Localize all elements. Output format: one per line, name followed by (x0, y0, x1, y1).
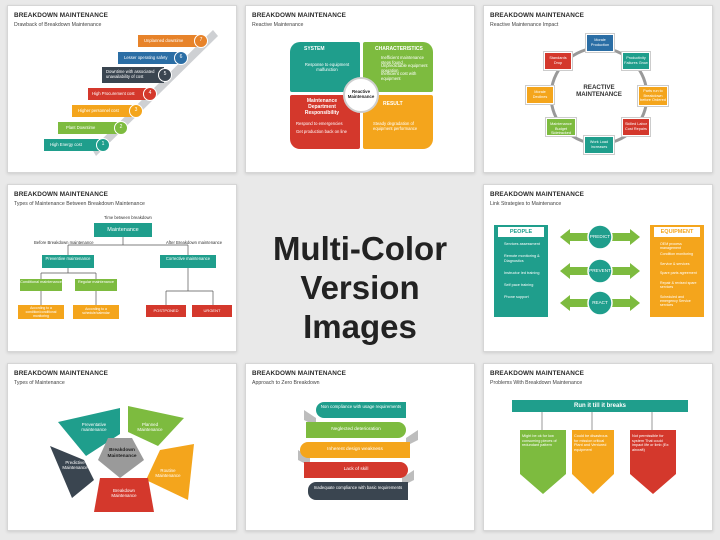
slide-subtitle: Types of Maintenance Between Breakdown M… (14, 201, 145, 207)
time-label: Time between breakdown (104, 215, 152, 220)
cycle-node-7: Morale Declines (526, 86, 554, 104)
petal-preventative: Preventative maintenance (81, 422, 107, 432)
arrow-3-text: Not permissible for system That could im… (632, 434, 670, 452)
slide-subtitle: Link Strategies to Maintenance (490, 201, 562, 207)
step-7: Unplanned downtime (138, 35, 200, 47)
step-5-badge: 5 (158, 68, 172, 82)
tree-urgent: URGENT (192, 305, 232, 317)
tree-conditional: Conditional maintenance (20, 279, 62, 291)
step-1: High Energy cost (44, 139, 104, 151)
cycle-node-1: Morale Production (586, 34, 614, 52)
petal-planned: Planned Maintenance (137, 422, 163, 432)
center-heading-line-2: Version Images (300, 268, 420, 345)
center-heading-line-1: Multi-Color (272, 230, 448, 267)
slide-subtitle: Drawback of Breakdown Maintenance (14, 22, 102, 28)
ribbon-2: Neglected deterioration (306, 422, 406, 438)
petal-routine: Routine Maintenance (155, 468, 181, 478)
arrow-1-text: Might be ok for low consuming pieces of … (522, 434, 557, 447)
step-2-badge: 2 (114, 121, 128, 135)
prevent-label: PREVENT (589, 268, 611, 273)
tree-preventive: Preventive maintenance (42, 255, 94, 268)
tree-root: Maintenance (94, 223, 152, 237)
cycle-node-3: Parts run to Breakdown before Ordered (638, 86, 668, 106)
slide-problems[interactable]: BREAKDOWN MAINTENANCE Problems With Brea… (483, 363, 713, 531)
react-label: REACT (592, 300, 608, 305)
equipment-panel: EQUIPMENT OEM process management Conditi… (650, 225, 704, 317)
slide-title: BREAKDOWN MAINTENANCE (252, 12, 347, 19)
cycle-node-4: Skilled Labor Cost Repairs (622, 118, 650, 136)
cycle-node-2: Productivity Failures Grow (622, 52, 650, 70)
slide-title: BREAKDOWN MAINTENANCE (490, 12, 585, 19)
slide-subtitle: Problems With Breakdown Maintenance (490, 380, 583, 386)
petal-breakdown: Breakdown Maintenance (111, 488, 137, 498)
slide-tree[interactable]: BREAKDOWN MAINTENANCE Types of Maintenan… (7, 184, 237, 352)
slide-title: BREAKDOWN MAINTENANCE (490, 191, 585, 198)
step-5: Downtime with associated unavailability … (102, 67, 164, 83)
step-4: High Procurement cost (88, 88, 150, 100)
slide-title: BREAKDOWN MAINTENANCE (490, 370, 585, 377)
step-4-badge: 4 (143, 87, 157, 101)
after-label: After Breakdown maintenance (166, 240, 223, 245)
center-heading: Multi-Color Version Images (245, 230, 475, 347)
tree-reg-note: According to a schedule/calendar (73, 305, 119, 319)
banner: Run it till it breaks (512, 400, 688, 412)
pinwheel-center: Breakdown Maintenance (107, 448, 137, 459)
slide-title: BREAKDOWN MAINTENANCE (252, 370, 347, 377)
reactive-center: Reactive Maintenance (343, 77, 379, 113)
slide-zero-breakdown[interactable]: BREAKDOWN MAINTENANCE Approach to Zero B… (245, 363, 475, 531)
slide-title: BREAKDOWN MAINTENANCE (14, 370, 109, 377)
step-3-badge: 3 (129, 104, 143, 118)
ribbon-1: Non compliance with usage requirements (316, 402, 406, 418)
slide-title: BREAKDOWN MAINTENANCE (14, 191, 109, 198)
slide-subtitle: Types of Maintenance (14, 380, 65, 386)
tree-corrective: Corrective maintenance (160, 255, 216, 268)
tree-postponed: POSTPONED (146, 305, 186, 317)
tree-regular: Regular maintenance (75, 279, 117, 291)
step-2: Plant Downtime (58, 122, 120, 134)
step-6-badge: 6 (174, 51, 188, 65)
tree-connectors (40, 237, 214, 305)
ribbon-5: Inadequate compliance with basic require… (308, 482, 408, 500)
predict-label: PREDICT (589, 234, 611, 239)
step-1-badge: 1 (96, 138, 110, 152)
slide-impact[interactable]: BREAKDOWN MAINTENANCE Reactive Maintenan… (483, 5, 713, 173)
slide-subtitle: Approach to Zero Breakdown (252, 380, 320, 386)
pinwheel-graphic (50, 406, 194, 512)
slide-drawback[interactable]: BREAKDOWN MAINTENANCE Drawback of Breakd… (7, 5, 237, 173)
pennant-arrows (520, 412, 676, 494)
ribbon-3: Inherent design weakness (300, 442, 410, 458)
ribbon-4: Lack of skill (304, 462, 408, 478)
slide-reactive[interactable]: BREAKDOWN MAINTENANCE Reactive Maintenan… (245, 5, 475, 173)
cycle-node-5: Work Load Increases (584, 136, 614, 154)
slide-subtitle: Reactive Maintenance Impact (490, 22, 559, 28)
petal-predictive: Predictive Maintenance (62, 460, 88, 470)
people-panel: PEOPLE Services assessment Remote monito… (494, 225, 548, 317)
slide-link-strategies[interactable]: BREAKDOWN MAINTENANCE Link Strategies to… (483, 184, 713, 352)
arrow-2-text: Could be disastrous for mission critical… (574, 434, 608, 452)
cycle-node-6: Maintenance Budget Sidetracked (546, 118, 576, 136)
strategy-arrows (560, 224, 640, 316)
step-6: Lesser operating safety (118, 52, 180, 64)
cycle-node-8: Standards Drop (544, 52, 572, 70)
slide-subtitle: Reactive Maintenance (252, 22, 304, 28)
slide-types[interactable]: BREAKDOWN MAINTENANCE Types of Maintenan… (7, 363, 237, 531)
before-label: Before Breakdown maintenance (34, 240, 94, 245)
step-7-badge: 7 (194, 34, 208, 48)
step-3: Higher personnel cost (72, 105, 134, 117)
slide-title: BREAKDOWN MAINTENANCE (14, 12, 109, 19)
tree-cond-note: According to a condition/conditional mon… (18, 305, 64, 319)
